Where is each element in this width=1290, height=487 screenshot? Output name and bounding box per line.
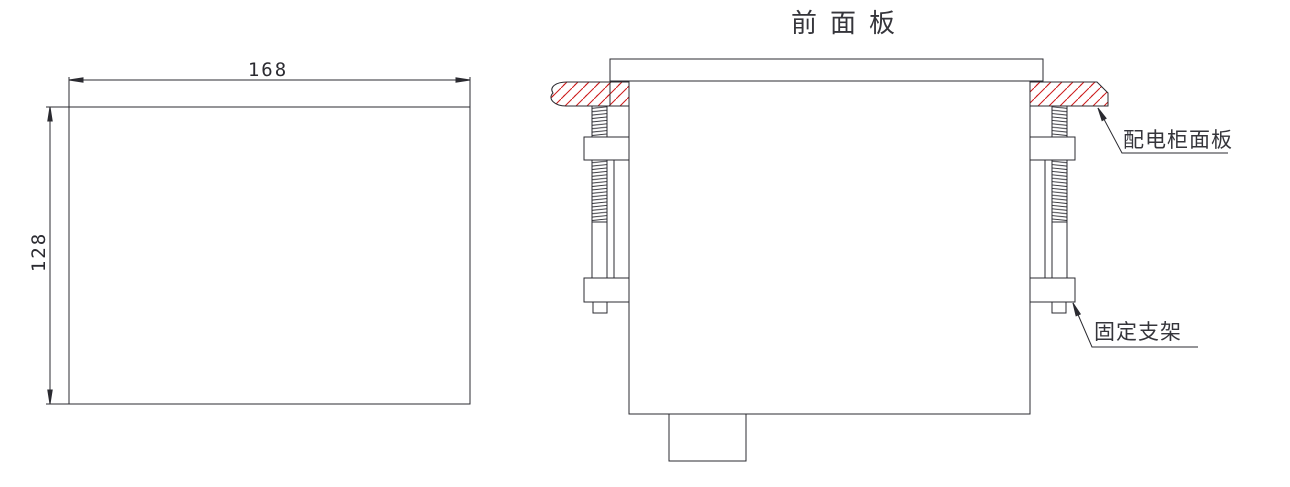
- leader-arrow: [1097, 107, 1107, 122]
- bracket-foot: [592, 301, 608, 314]
- dim-arrow: [47, 389, 53, 405]
- dim-arrow: [47, 106, 53, 122]
- clamp-screw-thread-lower: [591, 159, 608, 223]
- dim-arrow: [455, 77, 471, 83]
- cabinet-panel-section-left: [550, 81, 630, 107]
- bracket-block-top: [583, 136, 630, 161]
- terminal-block: [668, 413, 747, 462]
- bracket-arm: [606, 159, 615, 279]
- leader-cabinet-panel: [1097, 107, 1228, 154]
- mounting-view: [550, 58, 1228, 462]
- cabinet-panel-section-right: [1029, 81, 1109, 107]
- leader-bracket: [1072, 302, 1198, 348]
- cutout-height-dimension: 128: [28, 231, 50, 273]
- cutout-view: [46, 77, 471, 405]
- mounting-bracket-left: [583, 105, 630, 314]
- callout-cabinet-panel: 配电柜面板: [1123, 129, 1233, 152]
- leader-arrow: [1072, 302, 1082, 317]
- callout-fixing-bracket: 固定支架: [1094, 321, 1182, 344]
- meter-front-bezel: [609, 58, 1044, 82]
- side-view-title: 前面板: [791, 8, 909, 38]
- panel-cutout-outline: [68, 106, 471, 405]
- cutout-width-dimension: 168: [247, 59, 289, 81]
- clamp-screw-thread-upper: [591, 105, 608, 138]
- mounting-bracket-right: [1029, 105, 1076, 314]
- dim-arrow: [68, 77, 84, 83]
- meter-case-outline: [628, 81, 1031, 415]
- bracket-block-bottom: [583, 277, 630, 303]
